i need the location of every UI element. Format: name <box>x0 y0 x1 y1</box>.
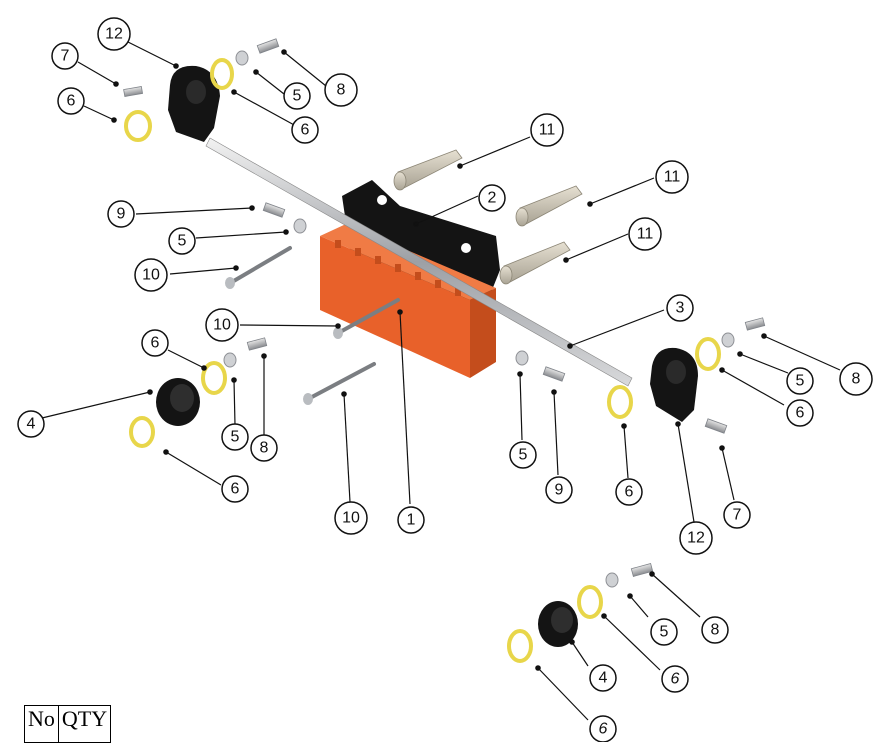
callout-10-c <box>334 501 368 535</box>
callout-8-top <box>324 73 358 107</box>
callout-7-right <box>723 501 751 529</box>
callout-1 <box>397 506 425 534</box>
callout-12-right <box>679 521 713 555</box>
callout-9-right <box>545 476 573 504</box>
callout-labels: 12 7 6 6 5 8 11 11 2 9 5 10 11 3 10 6 5 … <box>27 26 861 738</box>
label-8-right: 8 <box>852 371 861 388</box>
callout-3 <box>666 294 694 322</box>
label-5-right-top: 5 <box>796 373 805 390</box>
callout-5-left-low <box>221 423 249 451</box>
label-6-left-mid: 6 <box>151 335 160 352</box>
wall-plugs <box>393 149 583 285</box>
callout-11-a <box>530 113 564 147</box>
label-8-left: 8 <box>260 440 269 457</box>
washers <box>223 50 735 588</box>
label-6-bottom-low-italic: 6 <box>599 721 608 738</box>
callout-6-left-low <box>221 475 249 503</box>
label-7-right: 7 <box>733 507 742 524</box>
label-8-bottom: 8 <box>711 622 720 639</box>
label-11-b: 11 <box>664 169 681 186</box>
label-6-right: 6 <box>625 484 634 501</box>
label-10-b: 10 <box>213 317 231 334</box>
table-header-qty: QTY <box>57 705 112 743</box>
callout-5-left <box>168 227 196 255</box>
callout-6-right <box>615 478 643 506</box>
callout-7-top <box>51 42 79 70</box>
label-12-top: 12 <box>105 26 123 43</box>
callout-6-left-mid <box>141 329 169 357</box>
callout-4-bottom <box>589 664 617 692</box>
label-8-top: 8 <box>337 82 346 99</box>
label-5-bottom: 5 <box>660 624 669 641</box>
label-2: 2 <box>488 190 497 207</box>
mount-block-top <box>168 65 220 142</box>
callout-12-top <box>97 17 131 51</box>
parts-table: No QTY <box>24 705 112 743</box>
roller-left <box>156 378 200 426</box>
leader-lines <box>41 41 841 721</box>
label-11-a: 11 <box>539 122 556 139</box>
label-5-right: 5 <box>519 447 528 464</box>
yellow-rings <box>124 58 721 663</box>
callout-11-b <box>655 160 689 194</box>
label-1: 1 <box>407 512 416 529</box>
callout-5-bottom <box>650 618 678 646</box>
callout-2 <box>478 184 506 212</box>
label-12-right: 12 <box>687 530 705 547</box>
label-6-right-top: 6 <box>796 405 805 422</box>
callout-6-top <box>291 116 319 144</box>
roller-bottom <box>538 601 578 647</box>
label-11-c: 11 <box>637 226 654 243</box>
label-5-left: 5 <box>178 233 187 250</box>
callout-circles <box>17 17 873 742</box>
table-header-no: No <box>24 705 59 743</box>
label-10-c: 10 <box>342 510 360 527</box>
callout-6-bottom-low-italic <box>589 715 617 742</box>
label-4-bottom: 4 <box>599 670 608 687</box>
callout-8-left <box>250 434 278 462</box>
label-9-left: 9 <box>117 206 126 223</box>
callout-5-top <box>283 82 311 110</box>
callout-4-left <box>17 410 45 438</box>
callout-10-a <box>134 258 168 292</box>
callout-5-right-top <box>786 367 814 395</box>
callout-6-top-left <box>57 87 85 115</box>
callout-8-right <box>839 362 873 396</box>
label-10-a: 10 <box>142 267 160 284</box>
table-header-row: No QTY <box>24 705 112 743</box>
label-3: 3 <box>676 300 685 317</box>
screw-heads <box>225 277 343 405</box>
callout-8-bottom <box>701 616 729 644</box>
long-screws <box>230 246 400 400</box>
callout-11-c <box>628 217 662 251</box>
mount-block-right <box>650 347 698 422</box>
label-7-top: 7 <box>61 48 70 65</box>
callout-6-right-top <box>786 399 814 427</box>
label-6-bottom-italic: 6 <box>671 671 680 688</box>
label-4-left: 4 <box>27 416 36 433</box>
label-5-top: 5 <box>293 88 302 105</box>
label-5-left-low: 5 <box>231 429 240 446</box>
bolts <box>123 38 766 577</box>
callout-5-right <box>509 441 537 469</box>
callout-10-b <box>205 308 239 342</box>
label-6-top: 6 <box>301 122 310 139</box>
label-6-top-left: 6 <box>67 93 76 110</box>
label-6-left-low: 6 <box>231 481 240 498</box>
callout-6-bottom-italic <box>661 665 689 693</box>
steel-rod <box>205 137 633 387</box>
label-9-right: 9 <box>555 482 564 499</box>
callout-9-left <box>107 200 135 228</box>
